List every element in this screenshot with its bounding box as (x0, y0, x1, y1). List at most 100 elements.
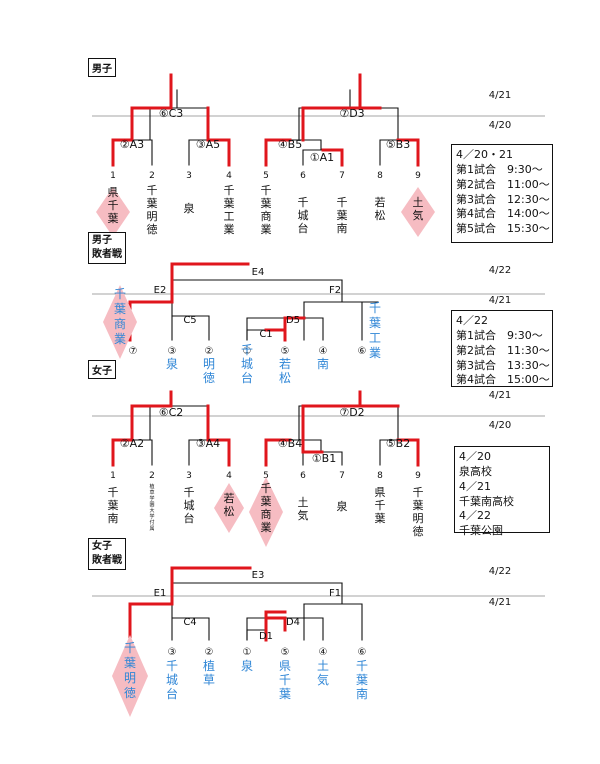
svg-text:土: 土 (298, 496, 309, 509)
svg-text:南: 南 (337, 222, 348, 235)
winner-line (128, 262, 250, 342)
svg-text:土: 土 (317, 659, 329, 673)
seed-number: 1 (110, 171, 116, 181)
schedule-line: 第2試合 11:00～ (456, 177, 550, 191)
svg-text:松: 松 (224, 504, 235, 518)
date-label: 4/21 (489, 90, 511, 101)
seed-number: 3 (186, 471, 192, 481)
svg-text:徳: 徳 (147, 223, 158, 236)
team-name: 若松 (224, 492, 235, 518)
girls-consolation-label: 女子敗者戦 (88, 538, 126, 570)
team-name: 若松 (375, 196, 386, 222)
svg-text:葉: 葉 (108, 498, 119, 512)
svg-text:若: 若 (224, 492, 235, 505)
svg-text:台: 台 (298, 221, 309, 235)
svg-text:千: 千 (356, 659, 368, 673)
seed-number: 5 (263, 171, 269, 181)
svg-text:千: 千 (241, 343, 253, 357)
seed-number: ⑥ (358, 647, 367, 658)
svg-text:県: 県 (375, 486, 386, 499)
svg-text:草: 草 (203, 673, 215, 687)
bracket-line (129, 301, 210, 341)
svg-text:千: 千 (298, 196, 309, 209)
svg-text:千: 千 (166, 659, 178, 673)
svg-text:商: 商 (114, 316, 126, 331)
svg-text:土: 土 (413, 196, 424, 209)
svg-text:葉: 葉 (124, 656, 136, 670)
seed-number: 6 (300, 471, 306, 481)
bracket-line (303, 617, 324, 641)
team-name: 泉 (166, 357, 178, 371)
seed-number: 2 (149, 471, 155, 481)
svg-text:気: 気 (413, 208, 424, 222)
svg-text:明: 明 (203, 357, 215, 371)
seed-number: 8 (377, 171, 383, 181)
svg-text:葉: 葉 (369, 316, 381, 330)
match-label: ①B1 (312, 452, 336, 465)
match-label: E3 (252, 570, 265, 581)
seed-number: ① (243, 647, 252, 658)
team-name: 千葉南 (108, 486, 119, 525)
svg-text:植: 植 (149, 483, 154, 490)
svg-text:葉: 葉 (147, 196, 158, 210)
svg-text:植: 植 (203, 658, 215, 673)
match-label: E1 (154, 588, 167, 599)
venue-line: 4／20 (459, 450, 491, 463)
svg-text:南: 南 (108, 512, 119, 525)
svg-text:松: 松 (279, 371, 291, 385)
schedule-title: 4／20・21 (456, 148, 513, 161)
match-label: ⑥C2 (159, 406, 184, 419)
seed-number: 4 (226, 171, 232, 181)
team-name: 千葉南 (356, 659, 368, 701)
match-label: ④B5 (278, 138, 302, 151)
svg-text:千: 千 (279, 673, 291, 687)
seed-number: ② (205, 647, 214, 658)
svg-text:千: 千 (114, 287, 126, 301)
seed-number: ④ (319, 346, 328, 357)
seed-number: 8 (377, 471, 383, 481)
date-label: 4/22 (489, 566, 511, 577)
svg-text:徳: 徳 (203, 370, 215, 385)
bracket-line (303, 317, 324, 341)
svg-text:千: 千 (108, 199, 119, 212)
svg-text:明: 明 (413, 512, 424, 525)
winner-diamond (96, 187, 130, 237)
svg-text:業: 業 (114, 332, 126, 346)
seed-number: 4 (226, 471, 232, 481)
svg-text:千: 千 (375, 499, 386, 512)
team-name: 千城台 (166, 659, 178, 701)
svg-text:城: 城 (241, 357, 253, 371)
seed-number: ⑥ (358, 346, 367, 357)
svg-text:葉: 葉 (413, 498, 424, 512)
winner-line (396, 138, 420, 167)
winner-diamond (112, 635, 148, 717)
svg-text:千: 千 (224, 184, 235, 197)
winner-line (206, 106, 231, 167)
svg-text:葉: 葉 (261, 494, 272, 508)
girls-label: 女子 (88, 360, 116, 379)
match-label: D5 (286, 315, 300, 326)
winner-line (111, 138, 134, 167)
match-label: F2 (329, 285, 341, 296)
svg-text:泉: 泉 (166, 357, 178, 371)
svg-text:若: 若 (375, 196, 386, 209)
winner-diamond (249, 477, 283, 547)
team-name: 泉 (337, 499, 348, 513)
boys-schedule-box: 4／20・21 第1試合 9:30～ 第2試合 11:00～ 第3試合 12:3… (451, 144, 553, 243)
svg-text:千: 千 (124, 641, 136, 655)
match-label: C5 (183, 315, 196, 326)
winner-line (264, 138, 292, 167)
match-label: E4 (252, 267, 265, 278)
svg-text:業: 業 (224, 223, 235, 236)
match-label: ③A5 (196, 138, 220, 151)
svg-text:県: 県 (108, 186, 119, 199)
svg-text:千: 千 (337, 196, 348, 209)
svg-text:松: 松 (375, 208, 386, 222)
winner-line (264, 438, 292, 467)
team-name: 千城台 (241, 343, 253, 385)
svg-text:明: 明 (124, 671, 136, 685)
